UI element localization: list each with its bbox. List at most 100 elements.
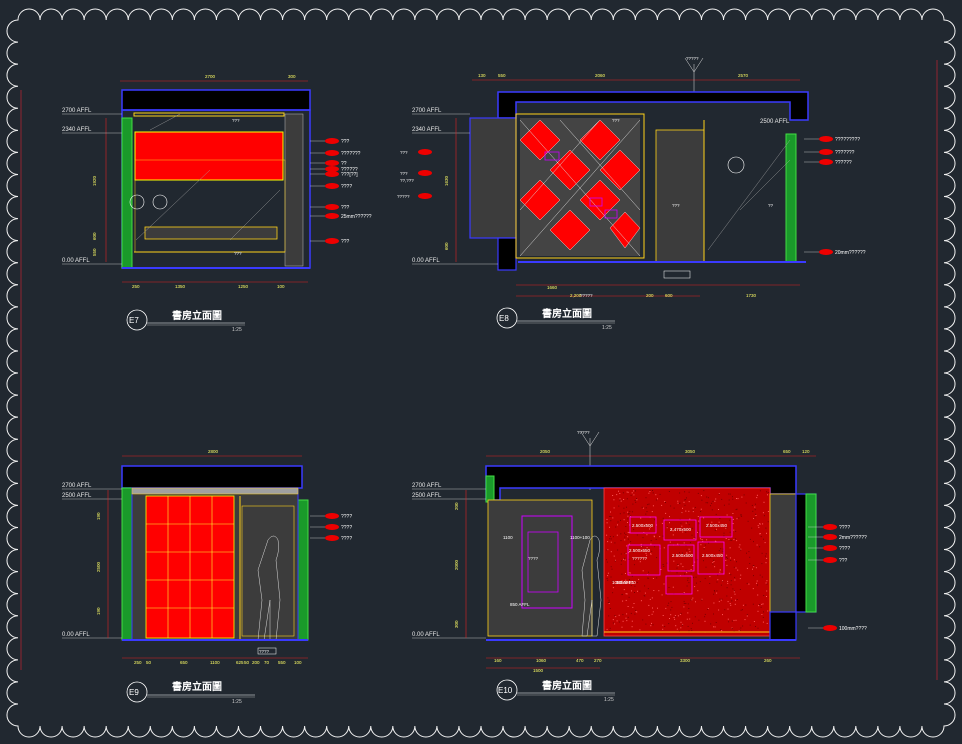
e8-top-dim-2: 550 bbox=[498, 73, 506, 78]
e7-level-2340: 2340 AFFL bbox=[62, 127, 92, 133]
e7-tag-circle bbox=[126, 309, 148, 331]
note-text: 2mm?????? bbox=[839, 535, 867, 541]
elevation-E7[interactable]: 2700 300 1920 600 550 2700 AFFL 2340 AFF… bbox=[62, 74, 372, 333]
e8-inline-2: ??? bbox=[672, 203, 680, 208]
note-tag bbox=[823, 545, 837, 551]
note-text: ??? bbox=[341, 205, 350, 211]
e7-inline-2: ??? bbox=[234, 251, 242, 256]
e9-bot-dim: 50 bbox=[244, 660, 250, 665]
note-tag bbox=[819, 159, 833, 165]
e8-level-000: 0.00 AFFL bbox=[412, 258, 440, 264]
e8-left-tag-2 bbox=[418, 170, 432, 176]
note-text: 100mm???? bbox=[839, 626, 867, 632]
revision-cloud-border bbox=[6, 8, 956, 738]
e10-frame-label: ???? bbox=[528, 556, 539, 561]
e7-bot-dim-3: 1250 bbox=[238, 284, 249, 289]
note-tag bbox=[325, 166, 339, 172]
e7-title: 書房立面圖 bbox=[172, 309, 222, 322]
e9-level-2700: 2700 AFFL bbox=[62, 483, 92, 489]
e9-left-dim-2: 190 bbox=[96, 512, 101, 520]
e8-top-label: ????? bbox=[686, 56, 699, 61]
e8-bot-dim-5: 1730 bbox=[746, 293, 757, 298]
note-text: ???[??] bbox=[341, 172, 358, 178]
e9-bot-dim: 70 bbox=[264, 660, 270, 665]
e9-human-figure bbox=[257, 535, 281, 641]
e9-title: 書房立面圖 bbox=[172, 680, 222, 693]
e9-inline-1: ???? bbox=[259, 649, 270, 654]
e9-bot-dim: 550 bbox=[278, 660, 286, 665]
elevation-E10[interactable]: 2050 3050 650 120 ????? 2700 AFFL 2500 A… bbox=[412, 430, 867, 703]
e9-level-000: 0.00 AFFL bbox=[62, 632, 90, 638]
e10-bot-label: 1500 bbox=[533, 668, 544, 673]
e8-left-note-2: ??? bbox=[400, 171, 408, 176]
note-text: 20mm?????? bbox=[835, 250, 866, 256]
e9-left-dim-1: 2500 bbox=[96, 561, 101, 572]
e8-bot-dim-1: 1660 bbox=[547, 285, 558, 290]
e8-bot-label: ????? bbox=[580, 293, 593, 298]
e9-tag-id: E9 bbox=[129, 688, 139, 697]
elevation-E8[interactable]: 130 550 2060 2570 ????? bbox=[397, 56, 866, 331]
e10-frame-label: 1050x470 bbox=[616, 580, 636, 585]
e10-frame-label: 2.500x500 bbox=[632, 523, 654, 528]
note-text: ?? bbox=[341, 161, 347, 167]
note-text: ?????? bbox=[341, 167, 358, 173]
note-tag bbox=[325, 171, 339, 177]
e10-bot-dim: 1060 bbox=[536, 658, 547, 663]
e8-bot-dim-3: 200 bbox=[646, 293, 654, 298]
note-text: ???? bbox=[839, 546, 850, 552]
note-tag bbox=[325, 535, 339, 541]
e7-bot-dim-4: 100 bbox=[277, 284, 285, 289]
e8-left-dim-2: 600 bbox=[444, 242, 449, 250]
e9-left-dim-3: 190 bbox=[96, 607, 101, 615]
note-tag bbox=[325, 138, 339, 144]
e9-scale: 1:25 bbox=[232, 699, 242, 705]
note-text: ???? bbox=[341, 184, 352, 190]
e9-bot-dim: 200 bbox=[252, 660, 260, 665]
e10-red-wall-panel bbox=[603, 487, 771, 637]
note-tag bbox=[819, 249, 833, 255]
e10-top-dim-3: 650 bbox=[783, 449, 791, 454]
e7-top-dim-2: 300 bbox=[288, 74, 296, 79]
note-tag bbox=[819, 149, 833, 155]
note-tag bbox=[819, 136, 833, 142]
e10-left-dim-1: 200 bbox=[454, 502, 459, 510]
e10-top-dim-2: 3050 bbox=[685, 449, 696, 454]
note-tag bbox=[325, 160, 339, 166]
e8-left-note-3: ??,??? bbox=[400, 178, 414, 183]
e8-bot-dim-4: 600 bbox=[665, 293, 673, 298]
note-tag bbox=[325, 150, 339, 156]
note-tag bbox=[823, 524, 837, 530]
e8-left-note-1: ??? bbox=[400, 150, 408, 155]
e8-scale: 1:25 bbox=[602, 325, 612, 331]
e7-level-2700: 2700 AFFL bbox=[62, 108, 92, 114]
e10-frame-label: ?????? bbox=[632, 556, 648, 561]
note-text: ???? bbox=[341, 514, 352, 520]
e10-frame-label: 2.500x450 bbox=[706, 523, 728, 528]
e7-left-dim-2: 600 bbox=[92, 232, 97, 240]
elevation-E9[interactable]: 2800 2700 AFFL 2500 AFFL 0.00 AFFL 2500 … bbox=[62, 449, 352, 705]
e9-bot-dim: 50 bbox=[146, 660, 152, 665]
note-text: ?????? bbox=[835, 160, 852, 166]
e10-level-2500: 2500 AFFL bbox=[412, 493, 442, 499]
e10-left-dim-2: 2000 bbox=[454, 559, 459, 570]
note-tag bbox=[325, 524, 339, 530]
e8-level-2340: 2340 AFFL bbox=[412, 127, 442, 133]
e9-bot-dim: 625 bbox=[236, 660, 244, 665]
note-text: ??? bbox=[341, 139, 350, 145]
e8-top-dim-3: 2060 bbox=[595, 73, 606, 78]
e7-level-000: 0.00 AFFL bbox=[62, 258, 90, 264]
e7-scale: 1:25 bbox=[232, 327, 242, 333]
e10-bot-dim: 160 bbox=[494, 658, 502, 663]
e10-tag-id: E10 bbox=[498, 686, 513, 695]
e10-frame-label: 2.500x500 bbox=[672, 553, 694, 558]
note-text: ??????? bbox=[341, 151, 361, 157]
e10-top-dim-1: 2050 bbox=[540, 449, 551, 454]
e9-bot-dim: 650 bbox=[180, 660, 188, 665]
e8-level-2700: 2700 AFFL bbox=[412, 108, 442, 114]
note-tag bbox=[325, 513, 339, 519]
note-tag bbox=[823, 625, 837, 631]
note-tag bbox=[325, 238, 339, 244]
note-tag bbox=[823, 534, 837, 540]
e7-left-dim-3: 550 bbox=[92, 248, 97, 256]
